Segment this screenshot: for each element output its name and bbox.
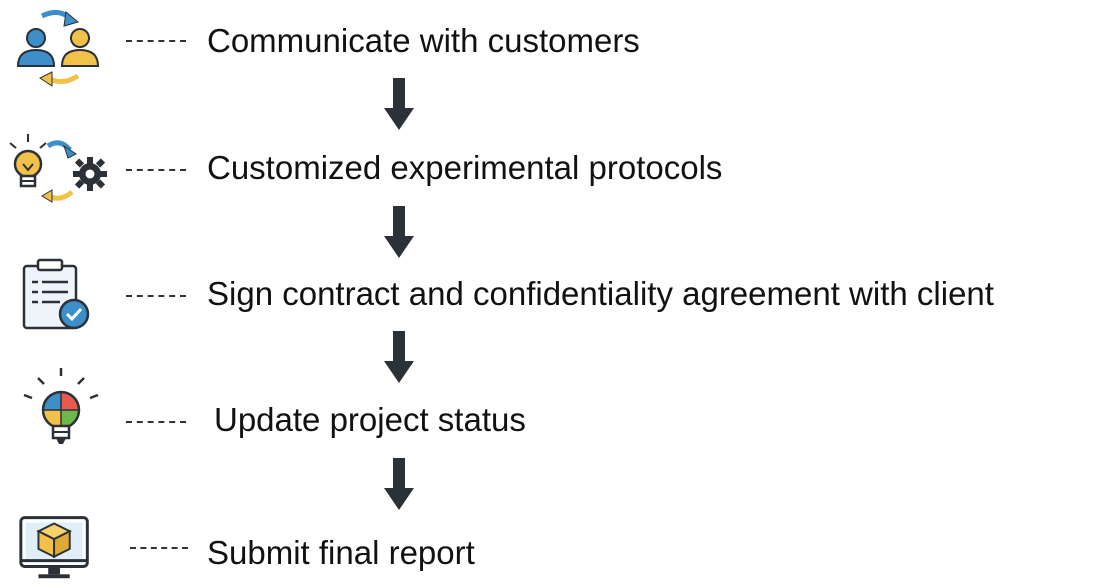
down-arrow-icon (384, 331, 414, 383)
step-label: Communicate with customers (207, 22, 640, 59)
flow-step-4: Update project status (0, 364, 1099, 454)
flow-step-2: Customized experimental protocols (0, 126, 1099, 216)
step-label: Sign contract and confidentiality agreem… (207, 275, 994, 312)
connector-dash (130, 547, 188, 549)
connector-dash (126, 40, 186, 42)
step-label: Customized experimental protocols (207, 149, 723, 186)
puzzle-bulb-icon (23, 368, 99, 444)
step-label: Update project status (214, 401, 526, 438)
connector-dash (126, 295, 186, 297)
flow-step-3: Sign contract and confidentiality agreem… (0, 252, 1099, 342)
down-arrow-icon (384, 78, 414, 130)
connector-dash (126, 421, 186, 423)
flow-step-1: Communicate with customers (0, 0, 1099, 90)
clipboard-check-icon (22, 258, 90, 330)
down-arrow-icon (384, 458, 414, 510)
people-exchange-icon (16, 10, 100, 87)
connector-dash (126, 169, 186, 171)
flow-step-5: Submit final report (0, 500, 1099, 588)
monitor-box-icon (19, 516, 89, 579)
step-label: Submit final report (207, 534, 475, 571)
idea-gear-icon (9, 134, 107, 203)
down-arrow-icon (384, 206, 414, 258)
